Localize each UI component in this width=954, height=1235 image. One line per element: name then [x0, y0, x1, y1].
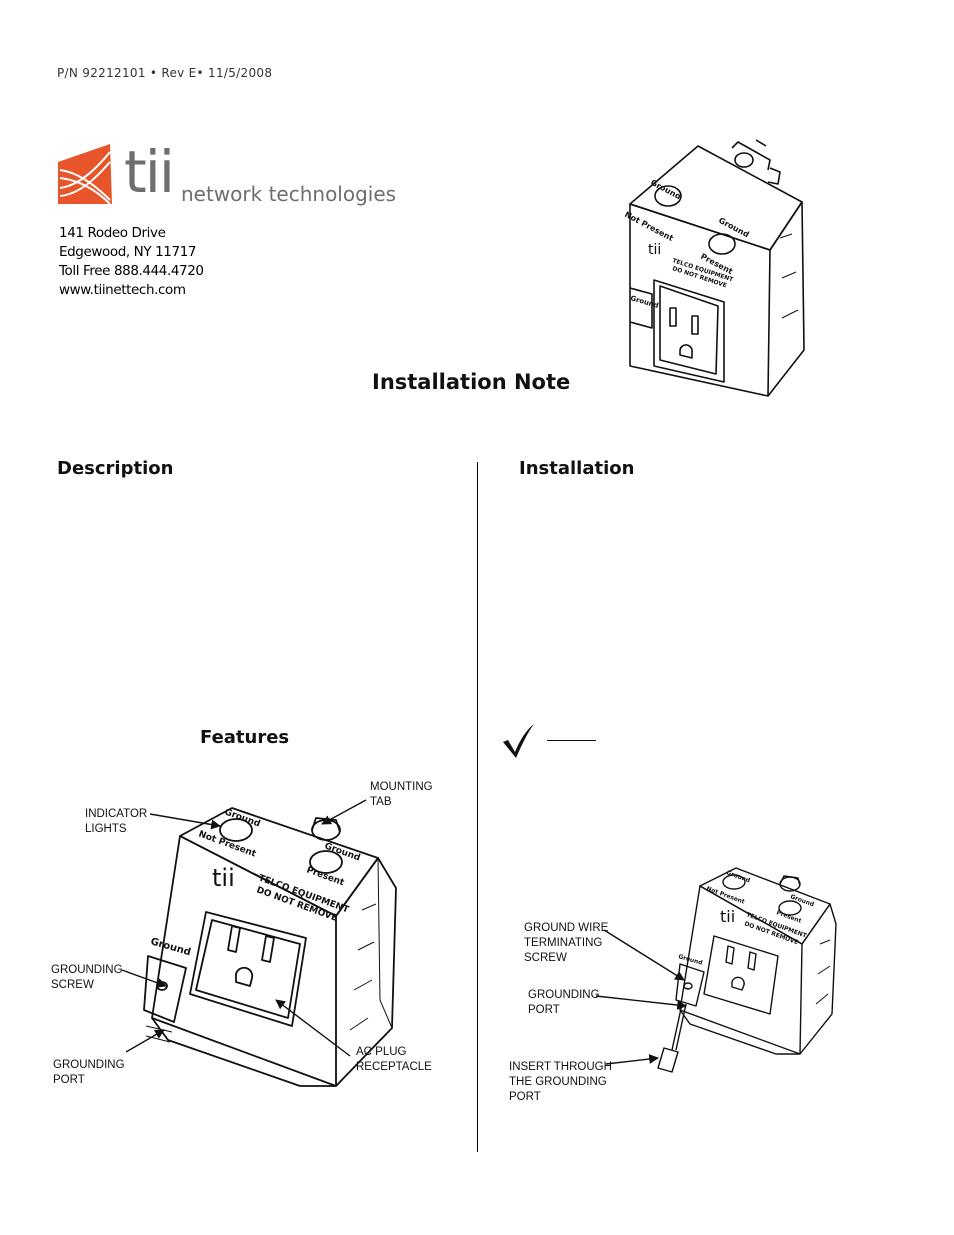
part-number: P/N 92212101 • Rev E• 11/5/2008	[57, 66, 273, 80]
address-street: 141 Rodeo Drive	[59, 225, 166, 241]
surge-device-illustration: Ground Not Present Ground Present tii TE…	[623, 139, 805, 397]
arrow-grounding-port	[125, 1029, 165, 1053]
address-phone: Toll Free 888.444.4720	[59, 263, 204, 279]
address-website[interactable]: www.tiinettech.com	[59, 282, 186, 298]
features-device-illustration: Ground Not Present Ground Present tii TE…	[143, 807, 397, 1087]
company-address: 141 Rodeo Drive Edgewood, NY 11717 Toll …	[59, 224, 204, 300]
callout-indicator-lights: INDICATOR LIGHTS	[85, 808, 148, 835]
arrow-indicator-lights	[149, 813, 221, 830]
installation-heading: Installation	[519, 458, 635, 479]
arrow-insert-through	[605, 1054, 659, 1065]
callout-grounding-port: GROUNDING PORT	[53, 1059, 125, 1086]
description-heading: Description	[57, 458, 174, 479]
callout-insert-through: INSERT THROUGH THE GROUNDING PORT	[509, 1061, 612, 1103]
install-label-brand: tii	[720, 907, 735, 926]
arrow-grounding-screw	[121, 969, 167, 988]
tii-flame-logo-icon	[58, 144, 112, 205]
brand-name: tii	[124, 138, 175, 206]
arrow-mounting-tab	[321, 799, 367, 825]
brand-tagline: network technologies	[181, 182, 397, 206]
column-divider	[477, 462, 478, 1152]
callout-ac-plug-receptacle: AC PLUG RECEPTACLE	[356, 1046, 432, 1073]
callout-ground-wire-screw: GROUND WIRE TERMINATING SCREW	[524, 922, 609, 964]
features-heading: Features	[200, 727, 290, 748]
installation-device-illustration: Ground Not Present Ground Present tii TE…	[657, 867, 837, 1073]
arrow-install-grounding-port	[595, 995, 687, 1010]
address-city: Edgewood, NY 11717	[59, 244, 197, 260]
install-label-ground-2: Ground	[789, 893, 815, 908]
document-title: Installation Note	[372, 370, 571, 394]
callout-mounting-tab: MOUNTING TAB	[370, 781, 433, 808]
arrow-ground-wire-screw	[603, 929, 685, 981]
features-label-brand: tii	[212, 864, 235, 892]
arrow-ac-plug	[275, 999, 351, 1057]
note-line	[547, 740, 596, 741]
callout-grounding-screw: GROUNDING SCREW	[51, 964, 123, 991]
callout-install-grounding-port: GROUNDING PORT	[528, 989, 600, 1016]
checkmark-icon	[503, 724, 534, 758]
device-label-brand: tii	[648, 242, 661, 258]
